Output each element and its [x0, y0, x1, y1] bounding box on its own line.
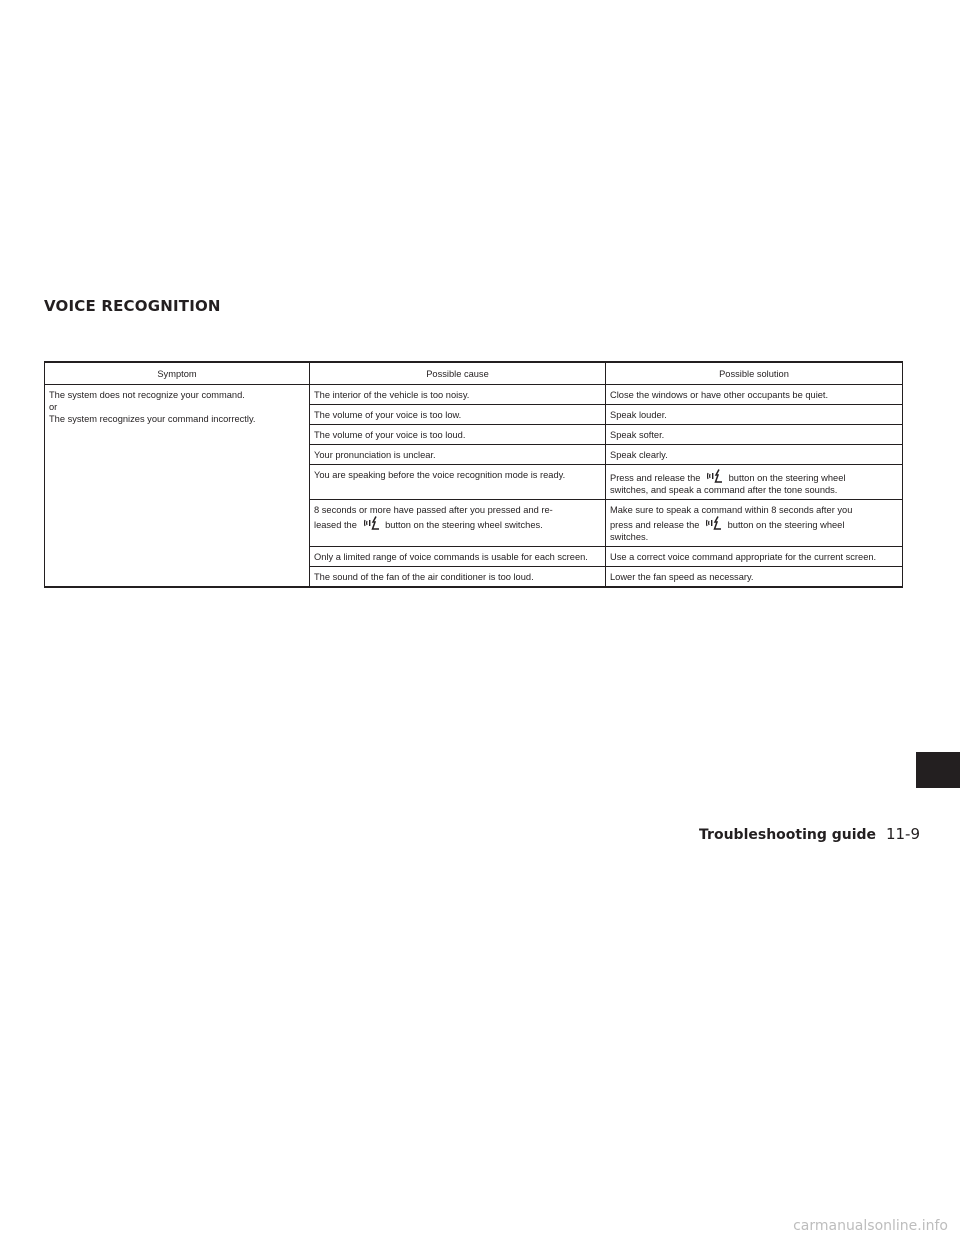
- footer-section-name: Troubleshooting guide: [699, 827, 877, 843]
- table-header-row: Symptom Possible cause Possible solution: [44, 361, 903, 385]
- solution-cell: Close the windows or have other occupant…: [605, 384, 903, 405]
- symptom-cell: The system does not recognize your comma…: [44, 384, 310, 588]
- cause-cell: The volume of your voice is too low.: [309, 404, 606, 425]
- table-row: The system does not recognize your comma…: [44, 384, 903, 588]
- chapter-tab-marker: [916, 752, 960, 788]
- steering-wheel-talk-icon: [707, 469, 723, 483]
- cause-cell: The volume of your voice is too loud.: [309, 424, 606, 445]
- cause-cell: 8 seconds or more have passed after you …: [309, 499, 606, 547]
- steering-wheel-talk-icon: [706, 516, 722, 530]
- solution-text: switches.: [610, 532, 649, 542]
- cause-cell: The interior of the vehicle is too noisy…: [309, 384, 606, 405]
- solution-text: Press and release the: [610, 473, 701, 483]
- symptom-line: or: [49, 402, 58, 412]
- cause-text: 8 seconds or more have passed after you …: [314, 505, 553, 515]
- table-row: 8 seconds or more have passed after you …: [45, 499, 903, 547]
- solution-text: press and release the: [610, 520, 700, 530]
- symptom-line: The system does not recognize your comma…: [49, 390, 245, 400]
- cause-text: button on the steering wheel switches.: [385, 520, 543, 530]
- table-row: The volume of your voice is too low. Spe…: [45, 404, 903, 425]
- table-row: The sound of the fan of the air conditio…: [45, 566, 903, 588]
- header-possible-solution: Possible solution: [605, 361, 903, 385]
- section-title: VOICE RECOGNITION: [44, 297, 221, 315]
- cause-cell: Your pronunciation is unclear.: [309, 444, 606, 465]
- page-footer: Troubleshooting guide 11-9: [699, 825, 920, 843]
- cause-cell: The sound of the fan of the air conditio…: [309, 566, 606, 588]
- solution-cell: Speak clearly.: [605, 444, 903, 465]
- cause-cell: Only a limited range of voice commands i…: [309, 546, 606, 567]
- table-row: Only a limited range of voice commands i…: [45, 546, 903, 567]
- header-symptom: Symptom: [44, 361, 310, 385]
- solution-text: switches, and speak a command after the …: [610, 485, 838, 495]
- solution-text: button on the steering wheel: [727, 520, 845, 530]
- watermark: carmanualsonline.info: [793, 1218, 948, 1234]
- solution-cell: Use a correct voice command appropriate …: [605, 546, 903, 567]
- cause-text: leased the: [314, 520, 357, 530]
- symptom-line: The system recognizes your command incor…: [49, 414, 256, 424]
- page-number: 11-9: [885, 825, 920, 843]
- steering-wheel-talk-icon: [363, 516, 379, 530]
- solution-text: button on the steering wheel: [728, 473, 846, 483]
- solution-cell: Make sure to speak a command within 8 se…: [605, 499, 903, 547]
- header-possible-cause: Possible cause: [309, 361, 606, 385]
- cause-cell: You are speaking before the voice recogn…: [309, 464, 606, 500]
- solution-text: Make sure to speak a command within 8 se…: [610, 505, 853, 515]
- solution-cell: Lower the fan speed as necessary.: [605, 566, 903, 588]
- solution-cell: Speak louder.: [605, 404, 903, 425]
- solution-cell: Press and release the button on the stee…: [605, 464, 903, 500]
- voice-recognition-table: Symptom Possible cause Possible solution…: [44, 361, 903, 588]
- solution-cell: Speak softer.: [605, 424, 903, 445]
- table-row: The volume of your voice is too loud. Sp…: [45, 424, 903, 445]
- table-row: You are speaking before the voice recogn…: [45, 464, 903, 500]
